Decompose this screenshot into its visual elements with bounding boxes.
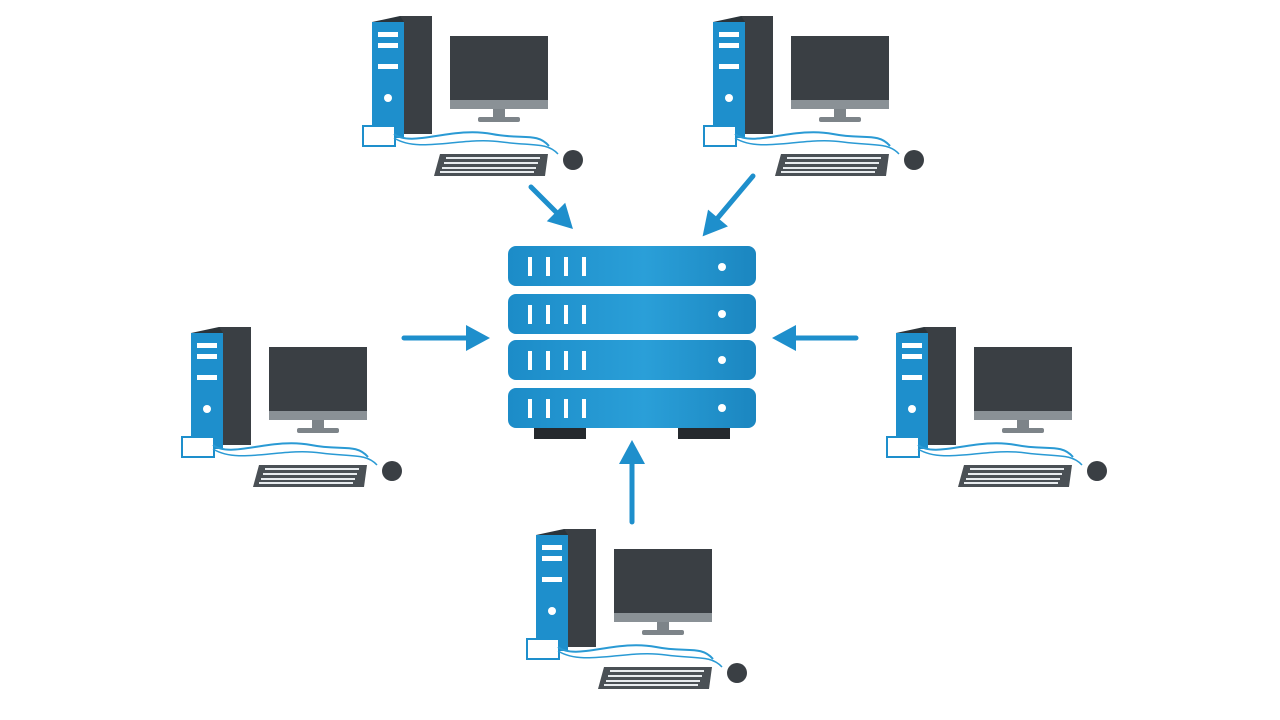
desktop-computer-icon: [703, 15, 925, 177]
workstation-top-left: [362, 15, 584, 177]
workstation-right: [886, 326, 1108, 488]
server-unit: [508, 340, 756, 380]
arrow-icon: [692, 173, 756, 245]
arrow-icon: [401, 325, 490, 351]
server-unit: [508, 294, 756, 334]
workstation-bottom: [526, 528, 748, 690]
desktop-computer-icon: [362, 15, 584, 177]
arrow-icon: [772, 325, 859, 351]
server-foot-right: [678, 428, 730, 439]
server-rack-icon: [508, 246, 756, 439]
arrow-icon: [619, 440, 645, 525]
arrow-icon: [528, 184, 583, 239]
workstation-top-right: [703, 15, 925, 177]
server-foot-left: [534, 428, 586, 439]
desktop-computer-icon: [181, 326, 403, 488]
desktop-computer-icon: [526, 528, 748, 690]
workstation-left: [181, 326, 403, 488]
server-unit: [508, 246, 756, 286]
desktop-computer-icon: [886, 326, 1108, 488]
server-unit: [508, 388, 756, 428]
